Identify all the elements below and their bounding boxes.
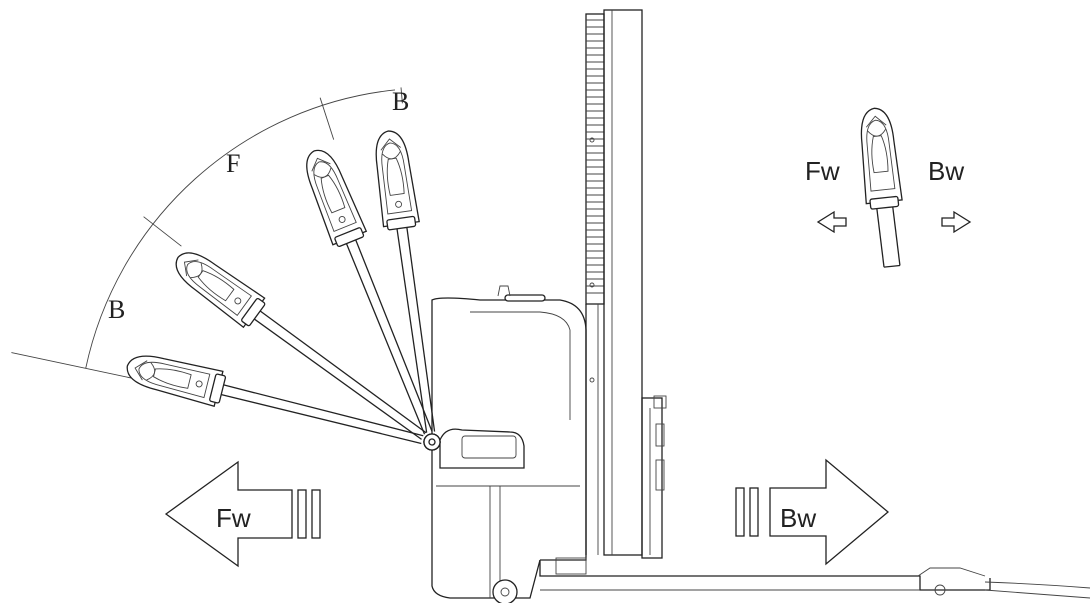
forward-zone-label: F	[226, 149, 240, 178]
tiller-position	[166, 242, 450, 462]
backward-arrow-icon	[735, 458, 890, 566]
forward-arrow-label: Fw	[216, 503, 251, 533]
tiller-angle-arc	[11, 87, 403, 381]
inset-forward-label: Fw	[805, 156, 840, 186]
brake-zone-upper-label: B	[392, 87, 409, 116]
inset-left-arrow-icon	[816, 210, 847, 234]
stacker-truck-icon	[431, 9, 1091, 605]
inset-backward-label: Bw	[928, 156, 964, 186]
tiller-position	[369, 127, 452, 454]
tiller-handle-inset-icon	[855, 105, 910, 269]
backward-arrow-label: Bw	[780, 503, 816, 533]
inset-right-arrow-icon	[941, 210, 972, 234]
tiller-handle-icon	[122, 127, 453, 463]
brake-zone-lower-label: B	[108, 295, 125, 324]
forward-arrow-icon	[164, 460, 321, 568]
